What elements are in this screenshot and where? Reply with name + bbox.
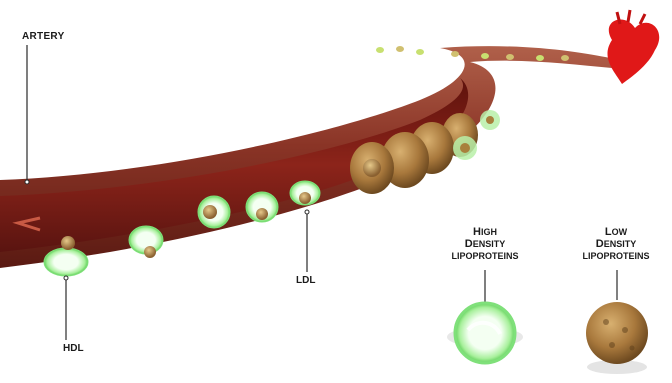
ldl-legend-initial-l: L [605,226,612,238]
hdl-legend-particle [447,303,523,363]
ldl-legend-rest-l: OW [612,227,628,237]
hdl-label: HDL [63,343,84,354]
ldl-legend-particle [586,302,648,374]
hdl-legend-rest-h: IGH [481,227,497,237]
hdl-legend-lipoproteins: LIPOPROTEINS [425,250,545,262]
artery-label: ARTERY [22,31,65,42]
heart-illustration [607,10,659,84]
ldl-legend-title: LOW DENSITY LIPOPROTEINS [560,226,672,262]
hdl-legend-rest-d: ENSITY [473,239,506,249]
hdl-legend-initial-h: H [473,226,481,238]
ldl-legend-rest-d: ENSITY [604,239,637,249]
ldl-legend-initial-d: D [596,238,604,250]
ldl-legend-lipoproteins: LIPOPROTEINS [560,250,672,262]
ldl-label: LDL [296,275,315,286]
hdl-legend-initial-d: D [465,238,473,250]
hdl-legend-title: HIGH DENSITY LIPOPROTEINS [425,226,545,262]
